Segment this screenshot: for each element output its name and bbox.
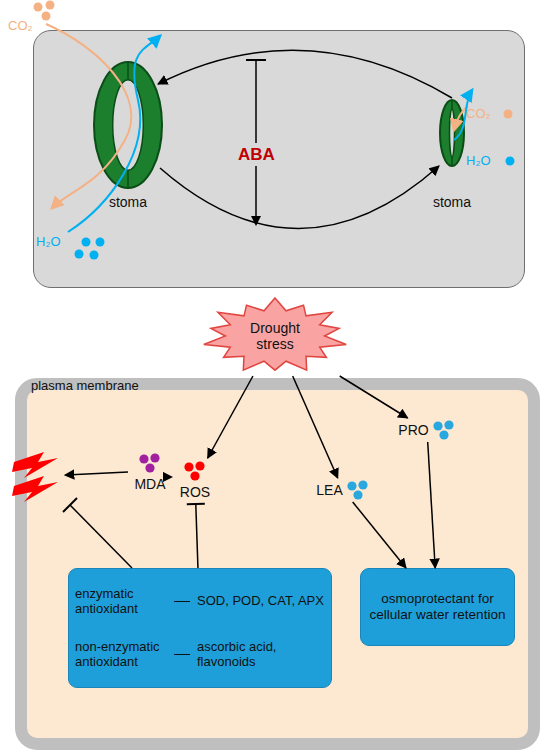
h2o-molecule [506,157,515,166]
molecule-dot [145,464,154,473]
molecule-dot [139,455,148,464]
node-text: LEA [316,482,342,498]
guard-cells [440,100,464,166]
node-text: SOD, POD, CAT, APX [193,594,325,609]
node-text: Drought stress [240,320,310,352]
molecule-dots [138,453,162,473]
molecule-dot [433,421,442,430]
co2-flow-arrow [454,106,468,130]
protection-line [70,505,132,568]
stress-starburst: Drought stress [200,296,350,376]
promotion-arrow [255,166,257,224]
arrow-connector [340,376,408,418]
arrow-connector [158,50,452,98]
inhibition-bar [246,59,266,61]
pro-molecules: PRO [392,418,462,442]
lea-molecules: LEA [312,478,374,502]
dash-line [174,654,190,655]
osmoprotectant-box: osmoprotectant for cellular water retent… [360,568,515,646]
node-text: PRO [398,422,428,438]
node-text: non-enzymatic antioxidant [75,640,171,670]
cell-membrane: plasma membraneMDA ROS LEA PRO enzymatic ant… [15,378,540,750]
ros-molecules: ROS [172,458,218,504]
molecule-dot [195,462,204,471]
stoma-open: stoma [92,60,164,210]
mda-molecules: MDA [128,452,172,494]
co2-molecules [34,1,55,21]
node-text: osmoprotectant for cellular water retent… [367,591,508,622]
inhibition-connector [196,504,198,568]
mda-damage-arrow [66,472,128,475]
inhibition-bar [187,503,205,506]
co2-molecule [504,110,513,119]
molecule-dots [346,480,370,500]
arrow-connector [428,442,435,568]
protection-bar [63,498,77,512]
arrow-connector [160,166,439,229]
node-text: enzymatic antioxidant [75,587,171,617]
node-text: plasma membrane [31,379,139,394]
co2-flow-arrow [46,24,131,208]
damage-bolt [12,452,58,478]
molecule-dot [347,481,356,490]
molecule-label: CO₂ [466,106,491,121]
molecule-dot [444,420,453,429]
node-text: stoma [433,194,471,210]
starburst-outline [204,298,346,370]
stoma-pore [450,109,455,157]
guard-cells [94,62,162,188]
node-text: ROS [180,484,210,500]
stoma-pore [113,80,144,171]
damage-bolt [12,476,58,502]
molecule-label: CO₂ [8,18,33,33]
molecule-dot [358,480,367,489]
guard-cell-border [127,62,129,80]
h2o-molecules [75,238,105,260]
molecule-label: H₂O [36,234,61,249]
molecule-dot [190,472,199,481]
arrow-connector [293,376,338,478]
arrow-connector [208,376,253,458]
inhibition-line [255,60,257,143]
molecule-dot [353,490,362,499]
h2o-flow-arrow [68,36,160,232]
molecule-label: H₂O [466,153,491,168]
antioxidant-box: enzymatic antioxidant SOD, POD, CAT, APX n… [68,568,332,688]
molecule-dots [183,461,207,481]
dash-line [174,601,190,602]
guard-cell-border [127,170,129,188]
node-text: stoma [109,194,147,210]
node-text: MDA [134,476,165,492]
guard-cell-border [451,157,453,166]
molecule-dots [432,420,456,440]
molecule-label: ABA [238,145,275,165]
node-text: ascorbic acid, flavonoids [193,640,325,670]
molecule-dot [184,463,193,472]
guard-cell-border [451,100,453,109]
molecule-dot [439,430,448,439]
molecule-dot [150,454,159,463]
stoma-symbol [92,60,164,190]
arrow-connector [353,502,406,568]
